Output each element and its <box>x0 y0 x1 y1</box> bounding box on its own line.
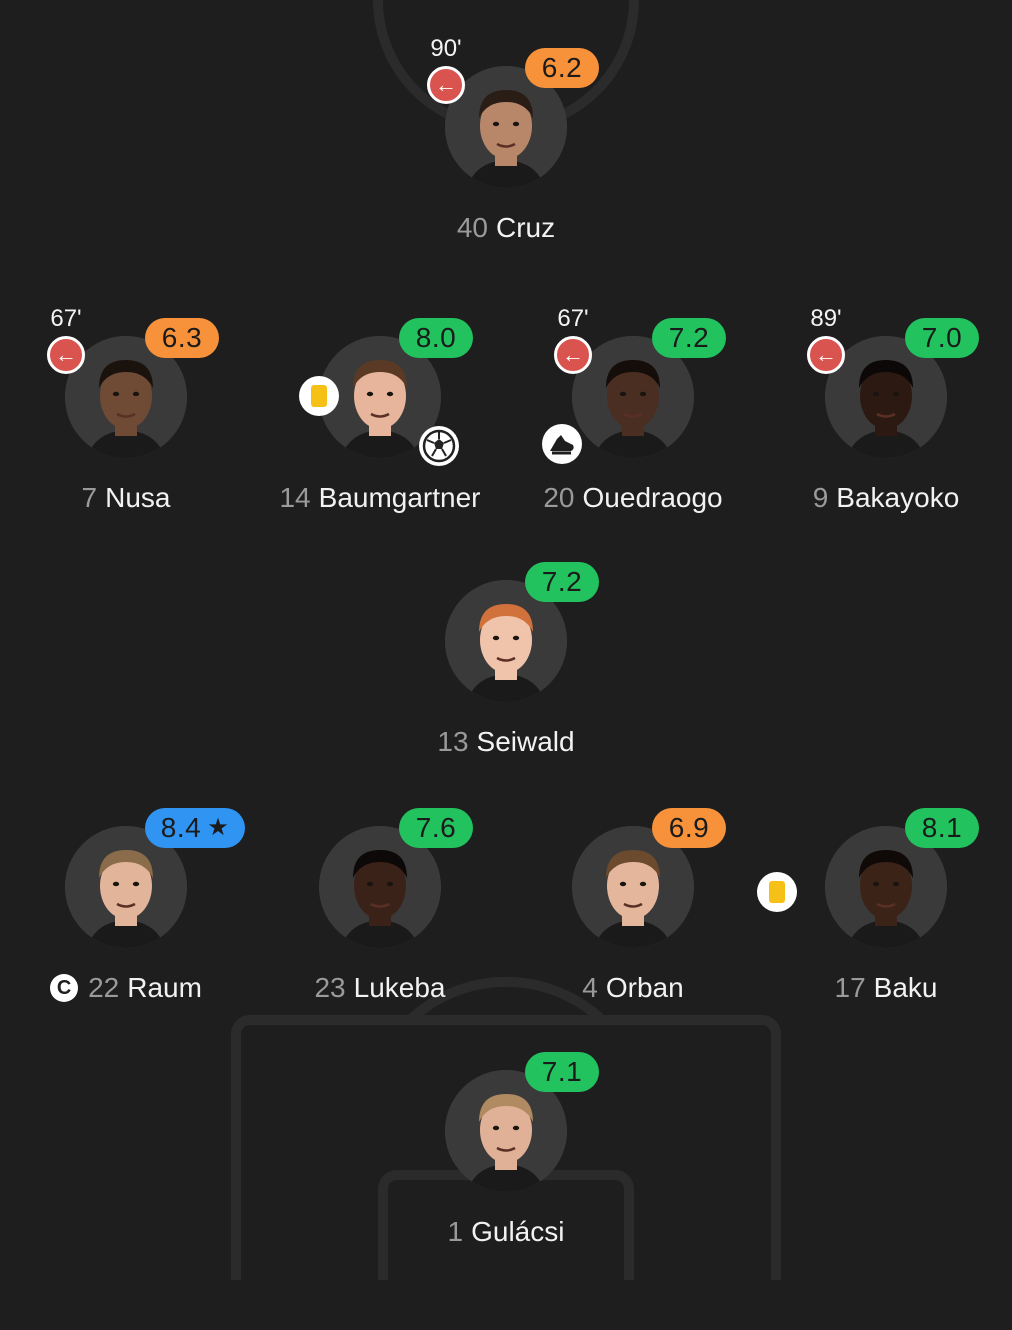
boot-icon <box>542 424 582 464</box>
player-photo <box>445 66 567 188</box>
substitution-marker: 89' ← <box>807 306 845 374</box>
arrow-left-icon: ← <box>554 336 592 374</box>
rating-badge: 7.1 <box>525 1052 599 1092</box>
rating-badge: 8.4★ <box>145 808 245 848</box>
substitution-marker: 67' ← <box>47 306 85 374</box>
arrow-left-icon: ← <box>807 336 845 374</box>
arrow-left-icon: ← <box>47 336 85 374</box>
sub-minute: 90' <box>430 35 462 62</box>
substitution-marker: 67' ← <box>554 306 592 374</box>
rating-badge: 7.0 <box>905 318 979 358</box>
yellow-card-icon <box>299 376 339 416</box>
star-icon: ★ <box>207 814 230 841</box>
sub-minute: 67' <box>557 305 589 332</box>
substitution-marker: 90' ← <box>427 36 465 104</box>
player-photo <box>445 580 567 702</box>
player-photo <box>825 826 947 948</box>
rating-badge: 8.0 <box>399 318 473 358</box>
arrow-left-icon: ← <box>427 66 465 104</box>
rating-badge: 6.3 <box>145 318 219 358</box>
captain-icon: C <box>50 974 79 1002</box>
player-photo <box>65 826 187 948</box>
player-photo <box>65 336 187 458</box>
rating-badge: 7.2 <box>525 562 599 602</box>
rating-badge: 6.9 <box>652 808 726 848</box>
rating-badge: 8.1 <box>905 808 979 848</box>
yellow-card-icon <box>757 872 797 912</box>
rating-badge: 6.2 <box>525 48 599 88</box>
rating-badge: 7.2 <box>652 318 726 358</box>
rating-badge: 7.6 <box>399 808 473 848</box>
football-icon <box>419 426 459 466</box>
sub-minute: 67' <box>50 305 82 332</box>
sub-minute: 89' <box>810 305 842 332</box>
